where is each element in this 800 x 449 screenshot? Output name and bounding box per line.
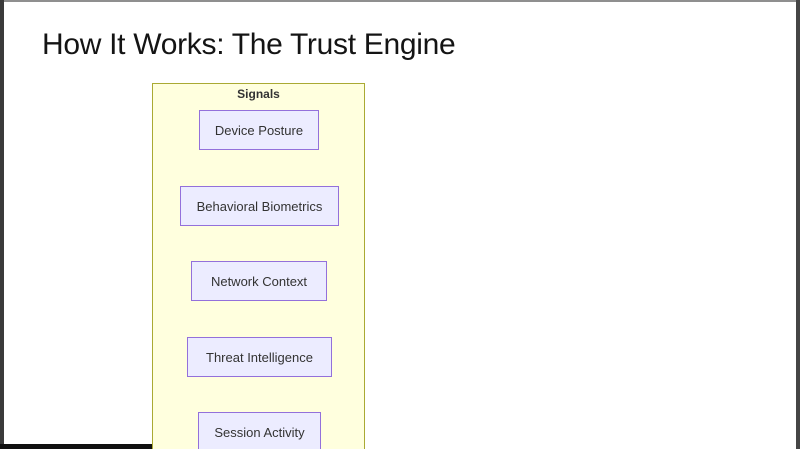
frame-right-edge bbox=[796, 0, 800, 449]
node-session-activity: Session Activity bbox=[198, 412, 321, 449]
node-label: Network Context bbox=[210, 273, 308, 289]
frame-left-edge bbox=[0, 0, 4, 449]
node-label: Device Posture bbox=[214, 122, 304, 138]
node-device-posture: Device Posture bbox=[199, 110, 319, 150]
signals-group: Signals Device Posture Behavioral Biomet… bbox=[152, 83, 365, 449]
progress-bar bbox=[0, 444, 152, 449]
node-network-context: Network Context bbox=[191, 261, 327, 301]
page-title: How It Works: The Trust Engine bbox=[42, 28, 456, 61]
node-label: Session Activity bbox=[214, 424, 305, 440]
signals-group-label: Signals bbox=[237, 87, 280, 101]
node-label: Threat Intelligence bbox=[206, 349, 313, 365]
node-label: Behavioral Biometrics bbox=[196, 198, 323, 214]
frame-top-edge bbox=[0, 0, 800, 2]
node-threat-intelligence: Threat Intelligence bbox=[187, 337, 332, 377]
node-behavioral-biometrics: Behavioral Biometrics bbox=[180, 186, 339, 226]
